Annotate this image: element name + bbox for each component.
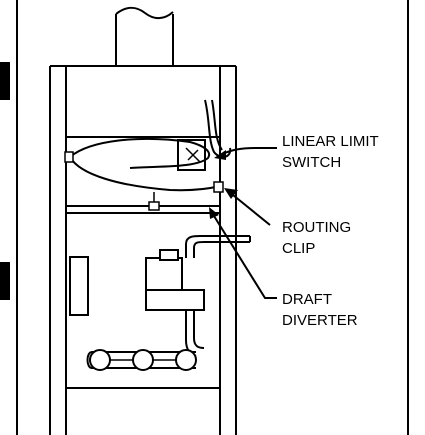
vent-pipe [115,6,174,66]
wire-clip [148,201,160,211]
linear-limit-switch-label-line2: SWITCH [282,154,341,171]
linear-limit-switch [177,99,232,171]
side-panel [69,256,89,316]
draft-diverter-arrowhead [209,207,219,219]
limit-switch-terminal-left [64,151,74,163]
margin-tab-top [0,62,10,100]
routing-clip-leader [232,194,271,226]
limit-switch-wire-lower [69,156,221,192]
draft-diverter-leader [213,215,277,299]
routing-clip-label-line1: ROUTING [282,219,351,236]
draft-diverter-label-line1: DRAFT [282,291,332,308]
gas-valve [145,249,205,311]
cabinet-right-side [219,66,237,435]
draft-diverter-label-line2: DIVERTER [282,312,358,329]
linear-limit-switch-label-line1: LINEAR LIMIT [282,133,379,150]
routing-clip-arrowhead [224,188,238,199]
limit-switch-wire-upper [69,138,210,169]
routing-clip-label-line2: CLIP [282,240,315,257]
margin-tab-bottom [0,262,10,300]
routing-clip [213,181,224,193]
cabinet-left-side [49,66,67,435]
limit-switch-arrowhead [214,150,226,160]
burner-manifold [86,349,197,371]
